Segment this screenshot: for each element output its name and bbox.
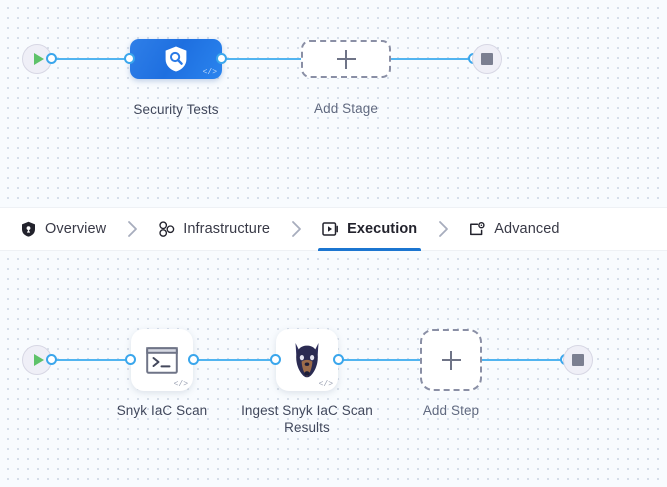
edge-security-tests-to-add-stage <box>218 58 306 60</box>
add-stage-button[interactable] <box>301 40 391 78</box>
pipeline-end-node[interactable] <box>472 44 502 74</box>
tab-execution[interactable]: Execution <box>318 207 422 251</box>
play-icon <box>33 354 44 366</box>
edge-start-to-snyk-iac-scan <box>46 359 134 361</box>
tab-separator-2 <box>274 220 318 238</box>
stage-config-tabs[interactable]: Overview Infrastructure <box>0 207 667 251</box>
step-node-ingest-snyk-results[interactable]: </> <box>276 329 338 391</box>
snyk-iac-scan-output-port[interactable] <box>188 354 199 365</box>
step-label-snyk-iac-scan: Snyk IaC Scan <box>116 403 208 418</box>
card-gear-icon <box>469 221 486 238</box>
stop-icon <box>481 53 493 65</box>
shield-search-icon <box>165 46 187 72</box>
security-tests-input-port[interactable] <box>124 53 135 64</box>
start-output-port[interactable] <box>46 53 57 64</box>
edge-ingest-results-to-add-step <box>340 359 420 361</box>
terminal-icon <box>146 346 178 374</box>
tab-overview[interactable]: Overview <box>16 207 110 251</box>
pipeline-start-node[interactable] <box>22 44 52 74</box>
plus-icon <box>441 350 461 370</box>
tab-infrastructure-label: Infrastructure <box>183 221 271 237</box>
ingest-snyk-results-output-port[interactable] <box>333 354 344 365</box>
tab-infrastructure[interactable]: Infrastructure <box>154 207 274 251</box>
play-box-icon <box>322 221 339 238</box>
chevron-right-icon <box>128 221 138 237</box>
tab-advanced-label: Advanced <box>494 221 560 237</box>
edge-add-step-to-end <box>482 359 568 361</box>
security-tests-output-port[interactable] <box>216 53 227 64</box>
add-step-label: Add Step <box>422 403 480 418</box>
stage-node-security-tests[interactable]: </> <box>130 39 222 79</box>
snyk-dog-icon <box>295 343 319 378</box>
nodes-cluster-icon <box>158 220 175 238</box>
shield-icon <box>20 221 37 238</box>
add-step-button[interactable] <box>420 329 482 391</box>
tab-advanced[interactable]: Advanced <box>465 207 563 251</box>
plus-icon <box>336 49 356 69</box>
step-node-snyk-iac-scan[interactable]: </> <box>131 329 193 391</box>
ingest-snyk-results-input-port[interactable] <box>270 354 281 365</box>
tab-separator-1 <box>110 220 154 238</box>
tab-separator-3 <box>421 220 465 238</box>
edge-snyk-iac-scan-to-ingest-results <box>196 359 278 361</box>
chevron-right-icon <box>439 221 449 237</box>
stage-label-security-tests: Security Tests <box>133 102 219 117</box>
code-badge: </> <box>202 68 217 77</box>
code-badge: </> <box>318 380 333 389</box>
tab-execution-label: Execution <box>347 221 418 237</box>
step-end-node[interactable] <box>563 345 593 375</box>
edge-add-stage-to-end <box>388 58 480 60</box>
code-badge: </> <box>173 380 188 389</box>
step-label-ingest-snyk-results: Ingest Snyk IaC Scan Results <box>241 403 373 435</box>
add-stage-label: Add Stage <box>314 101 378 116</box>
edge-start-to-security-tests <box>46 58 176 60</box>
chevron-right-icon <box>292 221 301 237</box>
play-icon <box>33 53 44 65</box>
stop-icon <box>572 354 584 366</box>
active-tab-underline <box>318 248 422 251</box>
stage-graph-canvas[interactable]: </> Security Tests Add Stage <box>0 0 667 207</box>
step-start-output-port[interactable] <box>46 354 57 365</box>
tab-overview-label: Overview <box>45 221 107 237</box>
step-graph-canvas[interactable]: </> Snyk IaC Scan </> Ingest Snyk IaC Sc… <box>0 251 667 487</box>
snyk-iac-scan-input-port[interactable] <box>125 354 136 365</box>
